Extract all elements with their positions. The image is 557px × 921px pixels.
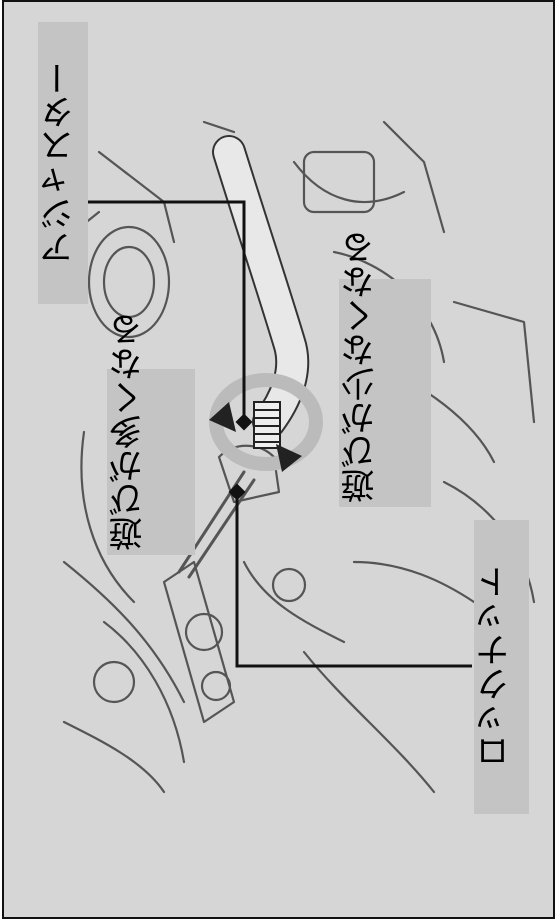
adjuster-label: アジャスター bbox=[38, 22, 88, 304]
more-play-label: 遊びが多くなる bbox=[107, 313, 195, 555]
lock-nut-label: ロックナット bbox=[474, 520, 529, 814]
less-play-label: 遊びが少なくなる bbox=[339, 231, 431, 507]
